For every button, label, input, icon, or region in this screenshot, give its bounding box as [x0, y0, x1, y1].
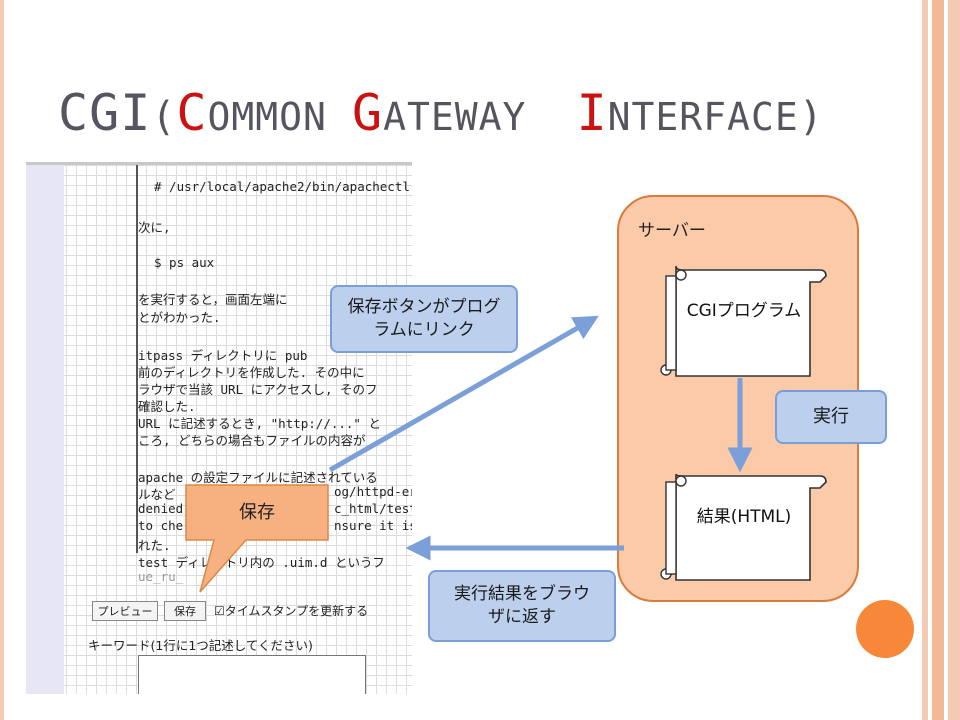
text-line-fragment: og/httpd-er: [334, 484, 412, 499]
title-nterface: NTERFACE: [607, 95, 799, 139]
return-result-callout: 実行結果をブラウザに返す: [428, 570, 616, 642]
text-line-fragment: c_html/test: [334, 501, 412, 516]
text-line: URL に記述するとき, "http://..." と: [138, 416, 381, 431]
execute-callout: 実行: [775, 390, 887, 444]
save-callout-label: 保存: [239, 502, 275, 523]
text-line: とがわかった.: [138, 310, 221, 325]
title-ateway: ATEWAY: [383, 95, 527, 139]
save-button[interactable]: 保存: [164, 601, 206, 621]
text-line: denied: [138, 501, 184, 516]
text-line: apache の設定ファイルに記述されている: [138, 470, 378, 485]
title-i: I: [576, 84, 608, 142]
text-line: 次に,: [138, 220, 171, 235]
right-stripe-1: [922, 0, 928, 720]
text-line: test ディレクトリ内の .uim.d というフ: [138, 555, 385, 570]
preview-button[interactable]: プレビュー: [92, 601, 158, 621]
text-line: to che: [138, 518, 184, 533]
text-line: 前のディレクトリを作成した. その中に: [138, 365, 365, 380]
text-line: $ ps aux: [154, 255, 215, 270]
result-scroll: [660, 473, 827, 581]
title-prefix: CGI: [58, 84, 152, 142]
text-line: # /usr/local/apache2/bin/apachectl: [154, 179, 410, 194]
text-line-fragment: nsure it is: [334, 518, 412, 533]
keyword-textarea[interactable]: [138, 655, 366, 694]
text-line: ue_ru_: [138, 569, 184, 584]
text-line: ラウザで当該 URL にアクセスし, そのフ: [138, 382, 378, 397]
title-open-paren: (: [151, 94, 177, 140]
right-stripe-3: [948, 0, 960, 720]
text-line: ころ, どちらの場合もファイルの内容が: [138, 433, 366, 448]
text-line: を実行すると，画面左端に: [138, 292, 288, 307]
editor-margin-line: [136, 165, 138, 553]
title-close-paren: ): [798, 94, 824, 140]
text-line: れた.: [138, 538, 171, 553]
right-stripe-2: [932, 0, 944, 720]
timestamp-checkbox[interactable]: ☑タイムスタンプを更新する: [214, 604, 369, 618]
save-callout-shape: [185, 484, 329, 593]
title-g: G: [352, 84, 384, 142]
save-link-callout: 保存ボタンがプログラムにリンク: [330, 285, 518, 353]
slide-title: CGI(COMMON GATEWAY INTERFACE): [58, 84, 824, 142]
result-label: 結果(HTML): [696, 507, 792, 527]
keyword-label: キーワード(1行に1つ記述してください): [88, 638, 313, 653]
text-line: 確認した.: [138, 399, 196, 414]
text-line: ルなど: [138, 487, 176, 502]
cgi-program-scroll: [660, 265, 827, 377]
arrow-save-to-program: [328, 315, 599, 473]
editor-gutter: [26, 165, 64, 694]
editor-screenshot: # /usr/local/apache2/bin/apachectl 次に, $…: [26, 162, 412, 694]
text-line: itpass ディレクトリに pub: [138, 348, 308, 363]
decorative-circle: [856, 600, 914, 658]
title-c: C: [176, 84, 208, 142]
server-label: サーバー: [638, 221, 706, 241]
cgi-program-label: CGIプログラム: [686, 301, 802, 321]
left-stripe: [0, 0, 4, 720]
title-ommon: OMMON: [207, 95, 327, 139]
